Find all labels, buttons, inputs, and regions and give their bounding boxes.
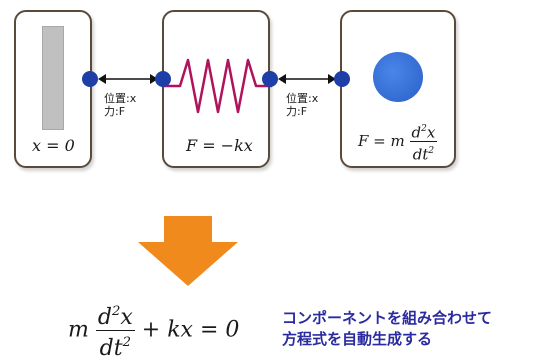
port-spring-right[interactable] <box>262 71 278 87</box>
wall-component: x = 0 <box>14 10 92 168</box>
mass-ball-icon <box>373 52 423 102</box>
down-arrow-icon <box>138 216 238 286</box>
result-equation: m d2x dt2 + kx = 0 <box>68 300 239 361</box>
mass-equation: F = m d2x dt2 <box>358 120 438 164</box>
spring-icon <box>164 58 272 114</box>
caption-text: コンポーネントを組み合わせて 方程式を自動生成する <box>282 309 493 348</box>
mass-component: F = m d2x dt2 <box>340 10 456 168</box>
connector-2-labels: 位置:x 力:F <box>286 92 319 118</box>
port-wall-right[interactable] <box>82 71 98 87</box>
connector-1-labels: 位置:x 力:F <box>104 92 137 118</box>
wall-bar <box>42 26 64 130</box>
double-arrow-icon <box>278 74 336 84</box>
port-mass-left[interactable] <box>334 71 350 87</box>
port-spring-left[interactable] <box>155 71 171 87</box>
wall-equation: x = 0 <box>32 136 75 155</box>
spring-component: F = −kx <box>162 10 272 168</box>
double-arrow-icon <box>98 74 158 84</box>
spring-equation: F = −kx <box>186 136 253 155</box>
